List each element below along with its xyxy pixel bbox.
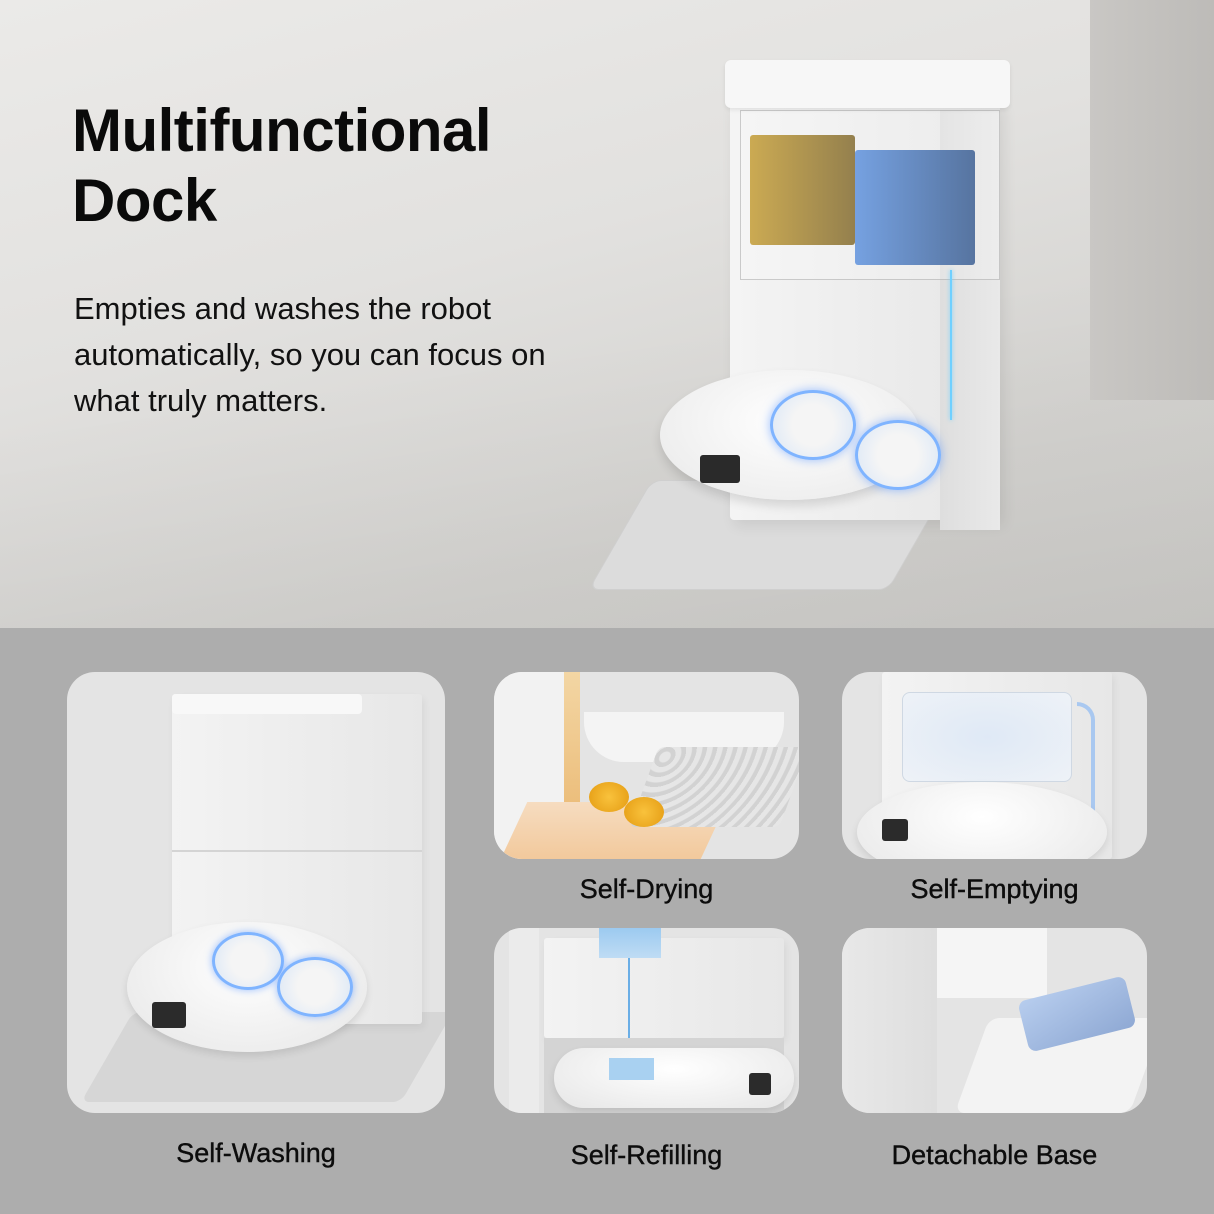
feature-card-self-refilling [494, 928, 799, 1113]
features-section: Self-Washing Self-Drying Self-Emptying S… [0, 628, 1214, 1214]
dirty-water-tank [750, 135, 855, 245]
dock-lid [725, 60, 1010, 108]
feature-card-self-emptying [842, 672, 1147, 859]
robot-sensor-window [152, 1002, 186, 1028]
mop-pad-icon [770, 390, 856, 460]
dock-side [842, 928, 937, 1113]
mop-pad-icon [855, 420, 941, 490]
feature-card-self-drying [494, 672, 799, 859]
clean-water-tank [599, 928, 661, 958]
clean-water-tank [855, 150, 975, 265]
feature-card-self-washing [67, 672, 445, 1113]
mop-pad-icon [212, 932, 284, 990]
dock-seam [172, 850, 422, 852]
hero-dock-image [588, 40, 1030, 600]
hero-title-line2: Dock [72, 167, 217, 234]
dock-tank-module [544, 938, 784, 1038]
wall-background [1090, 0, 1214, 400]
mop-pad-icon [277, 957, 353, 1017]
feature-label-self-emptying: Self-Emptying [910, 874, 1079, 904]
hero-title: Multifunctional Dock [72, 96, 492, 236]
dock-side [509, 928, 539, 1113]
water-pipe [950, 270, 952, 420]
hero-section: Multifunctional Dock Empties and washes … [0, 0, 1214, 628]
robot-sensor-window [749, 1073, 771, 1095]
feature-card-detachable-base [842, 928, 1147, 1113]
robot-water-tank [609, 1058, 654, 1080]
feature-label-self-drying: Self-Drying [579, 874, 714, 904]
dock-tower [937, 928, 1047, 998]
feature-label-self-washing: Self-Washing [176, 1138, 336, 1168]
hero-title-line1: Multifunctional [72, 97, 492, 164]
hero-description: Empties and washes the robot automatical… [74, 291, 546, 418]
mop-pad-icon [624, 797, 664, 827]
dock-lid [172, 694, 362, 714]
mop-pad-icon [589, 782, 629, 812]
water-line [628, 958, 630, 1068]
feature-label-detachable-base: Detachable Base [891, 1140, 1098, 1170]
feature-label-self-refilling: Self-Refilling [570, 1140, 723, 1170]
robot-sensor-window [700, 455, 740, 483]
robot-sensor-window [882, 819, 908, 841]
dust-bag-chamber [902, 692, 1072, 782]
